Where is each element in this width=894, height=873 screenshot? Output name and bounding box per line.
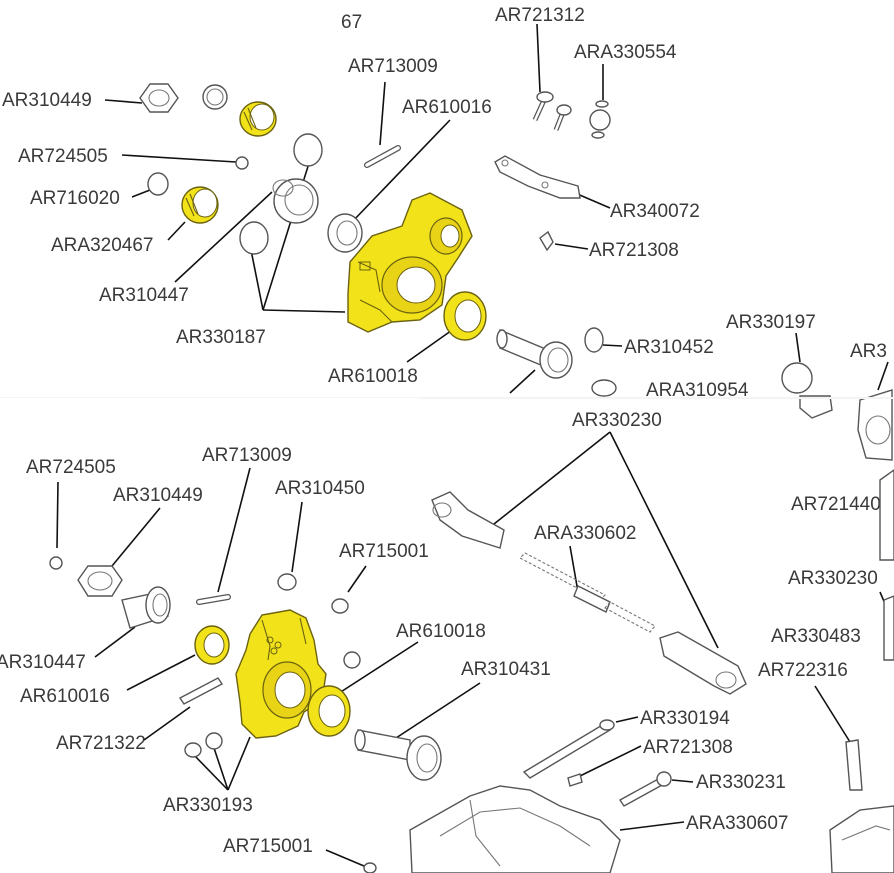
label-ar310449-lower: AR310449 bbox=[113, 485, 203, 506]
lower-diagram: AR330230 AR724505 AR713009 AR310449 AR31… bbox=[0, 410, 894, 873]
suspension-arm bbox=[409, 785, 621, 873]
image-separator bbox=[0, 397, 894, 399]
label-ar310450: AR310450 bbox=[275, 478, 365, 499]
yellow-bearing-lower-left bbox=[194, 625, 230, 665]
label-ar715001-bottom: AR715001 bbox=[223, 836, 313, 857]
label-ar713009-lower: AR713009 bbox=[202, 445, 292, 466]
turnbuckle-assembly bbox=[431, 491, 747, 695]
label-ar330483: AR330483 bbox=[771, 626, 861, 647]
label-ar610018-lower: AR610018 bbox=[396, 621, 486, 642]
label-ar340072: AR340072 bbox=[610, 201, 700, 222]
label-ar610016-lower: AR610016 bbox=[20, 686, 110, 707]
label-ara320467: ARA320467 bbox=[51, 235, 153, 256]
axle-upper bbox=[496, 328, 573, 379]
label-ara330602: ARA330602 bbox=[534, 523, 636, 544]
label-ar724505-upper: AR724505 bbox=[18, 146, 108, 167]
label-ar310449-upper: AR310449 bbox=[2, 90, 92, 111]
label-ar3-cut: AR3 bbox=[850, 341, 887, 362]
label-ar721308-lower: AR721308 bbox=[643, 737, 733, 758]
yellow-insert-upper-1 bbox=[239, 101, 277, 137]
label-ar721308-upper: AR721308 bbox=[589, 240, 679, 261]
hex-nut-lower bbox=[77, 565, 123, 597]
label-ar310452: AR310452 bbox=[624, 337, 714, 358]
hex-nut-upper bbox=[139, 83, 179, 113]
bushing-upper bbox=[272, 178, 319, 224]
upper-diagram: 67 AR721312 ARA330554 AR713009 AR310449 … bbox=[2, 5, 893, 461]
axle-lower bbox=[354, 729, 442, 781]
label-ar716020: AR716020 bbox=[30, 188, 120, 209]
label-ar310447-upper: AR310447 bbox=[99, 285, 189, 306]
label-ara330554: ARA330554 bbox=[574, 42, 677, 63]
label-ar330193: AR330193 bbox=[163, 795, 253, 816]
bushing-lower bbox=[121, 586, 171, 629]
label-ar330194: AR330194 bbox=[640, 708, 730, 729]
label-ar713009-upper: AR713009 bbox=[348, 56, 438, 77]
label-ar330230-right: AR330230 bbox=[788, 568, 878, 589]
label-ar610016-upper: AR610016 bbox=[402, 97, 492, 118]
label-ar330197: AR330197 bbox=[726, 312, 816, 333]
yellow-bearing-upper bbox=[443, 291, 487, 341]
yellow-insert-upper-2 bbox=[181, 186, 219, 224]
label-ara330607: ARA330607 bbox=[686, 813, 788, 834]
label-ar310447-lower: AR310447 bbox=[0, 652, 86, 673]
label-ar721440-cut: AR721440 bbox=[791, 494, 881, 515]
label-ar715001-lower: AR715001 bbox=[339, 541, 429, 562]
label-ar330231: AR330231 bbox=[696, 772, 786, 793]
label-ar724505-lower: AR724505 bbox=[26, 457, 116, 478]
yellow-hub-carrier-upper bbox=[347, 192, 473, 333]
yellow-bearing-lower-right bbox=[307, 685, 351, 737]
label-ar721322: AR721322 bbox=[56, 733, 146, 754]
label-ar330187: AR330187 bbox=[176, 327, 266, 348]
page-number: 67 bbox=[341, 12, 362, 33]
label-ar310431: AR310431 bbox=[461, 659, 551, 680]
label-ara310954: ARA310954 bbox=[646, 380, 749, 401]
yellow-hub-carrier-lower bbox=[235, 609, 327, 739]
label-ar722316: AR722316 bbox=[758, 660, 848, 681]
label-ar610018-upper: AR610018 bbox=[328, 366, 418, 387]
label-ar330230: AR330230 bbox=[572, 410, 662, 431]
label-ar721312: AR721312 bbox=[495, 5, 585, 26]
